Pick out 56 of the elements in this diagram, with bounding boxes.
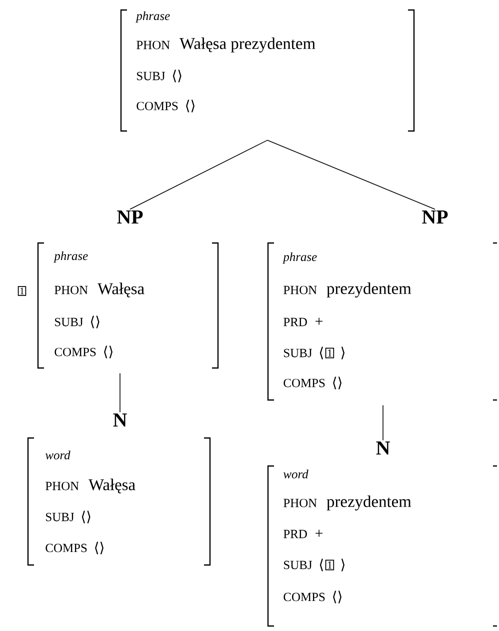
- feature-value: Wałęsa prezydentem: [180, 38, 316, 52]
- tree-branch: [130, 140, 268, 210]
- angle-bracket: ⟨⟩: [186, 100, 194, 112]
- tree-branch: [267, 140, 436, 210]
- feature-structure: [37, 242, 219, 369]
- angle-bracket: ⟨⟩: [104, 346, 112, 358]
- angle-bracket: ⟩: [341, 558, 344, 572]
- angle-bracket: ⟨: [320, 558, 323, 572]
- feature-value: Wałęsa: [88, 478, 136, 494]
- feature-value: prezydentem: [326, 496, 412, 510]
- feature-label: SUBJ: [46, 512, 74, 522]
- feature-value: +: [316, 530, 322, 537]
- feature-label: SUBJ: [284, 560, 312, 570]
- type-label: phrase: [282, 252, 317, 264]
- feature-label: PHON: [284, 286, 317, 294]
- feature-structure: [27, 437, 211, 566]
- angle-bracket: ⟨⟩: [333, 590, 342, 604]
- feature-label: PHON: [284, 498, 317, 508]
- feature-label: SUBJ: [284, 348, 312, 358]
- feature-value: prezydentem: [326, 282, 412, 298]
- feature-label: SUBJ: [55, 318, 83, 326]
- category-label: NP: [117, 210, 143, 224]
- category-label: N: [376, 441, 390, 455]
- feature-value: +: [316, 318, 322, 325]
- feature-label: COMPS: [46, 544, 87, 552]
- tag-box: 1: [325, 560, 334, 570]
- angle-bracket: ⟩: [341, 346, 344, 360]
- angle-bracket: ⟨⟩: [82, 510, 90, 524]
- type-label: phrase: [53, 251, 88, 263]
- tag-box: 1: [18, 286, 26, 296]
- tree-branch: [382, 404, 384, 441]
- type-label: word: [284, 470, 308, 478]
- angle-bracket: ⟨⟩: [172, 70, 182, 82]
- category-label: N: [113, 413, 127, 427]
- type-label: word: [46, 450, 70, 460]
- feature-label: PRD: [284, 530, 307, 538]
- feature-label: COMPS: [284, 378, 325, 388]
- feature-value: Wałęsa: [98, 282, 144, 298]
- feature-label: COMPS: [54, 348, 96, 356]
- feature-label: PRD: [284, 318, 307, 326]
- angle-bracket: ⟨⟩: [95, 542, 104, 554]
- angle-bracket: ⟨⟩: [90, 316, 100, 328]
- angle-bracket: ⟨: [320, 346, 323, 360]
- feature-label: PHON: [136, 40, 170, 50]
- feature-structure: [120, 9, 415, 132]
- feature-label: COMPS: [136, 102, 178, 110]
- feature-label: PHON: [54, 286, 88, 294]
- tag-box: 1: [325, 348, 334, 358]
- feature-label: COMPS: [284, 592, 325, 602]
- feature-structure: [267, 242, 497, 401]
- angle-bracket: ⟨⟩: [333, 376, 342, 390]
- feature-structure: [267, 465, 497, 627]
- feature-label: PHON: [46, 482, 79, 490]
- category-label: NP: [422, 210, 448, 224]
- feature-label: SUBJ: [137, 72, 165, 80]
- type-label: phrase: [135, 11, 170, 23]
